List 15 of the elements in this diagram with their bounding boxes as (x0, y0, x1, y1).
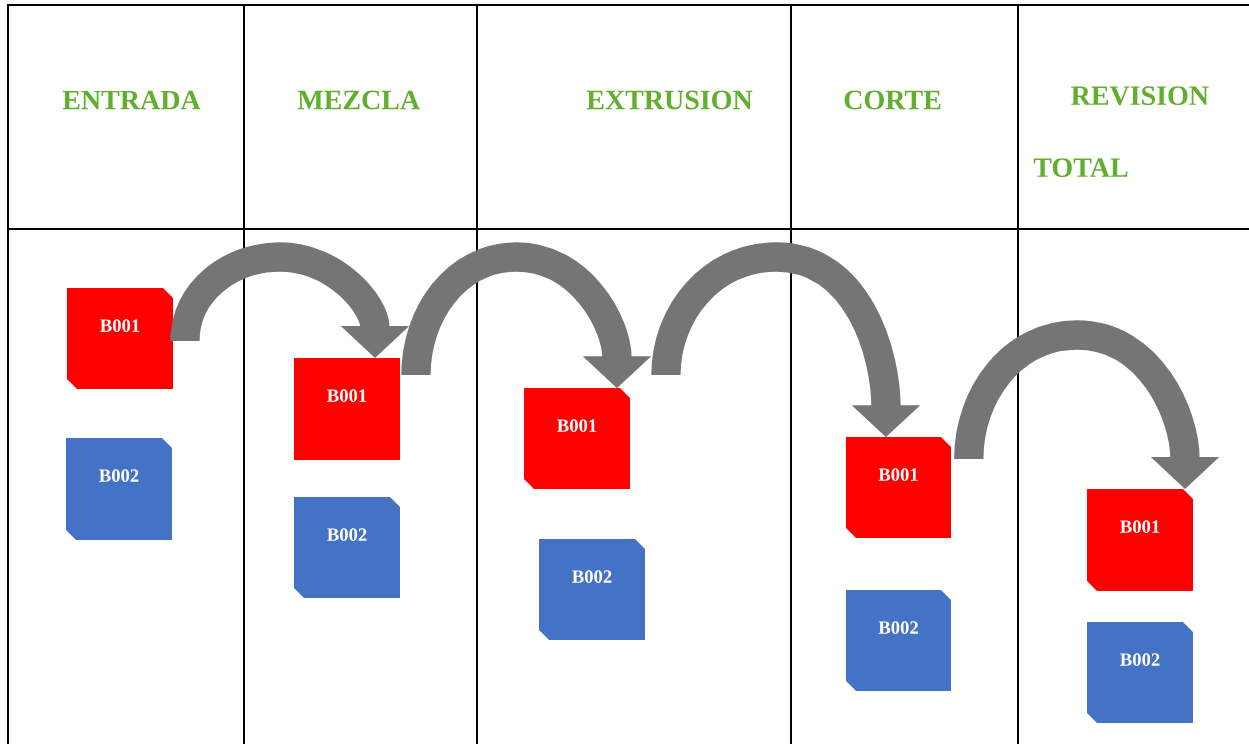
batch-box: B001 (846, 437, 951, 538)
batch-box: B002 (846, 590, 951, 691)
batch-box: B001 (67, 288, 173, 389)
batch-box: B002 (294, 497, 400, 598)
column-heading: MEZCLA (297, 90, 420, 110)
batch-box: B002 (539, 539, 645, 640)
batch-box: B001 (524, 388, 630, 489)
batch-box: B001 (294, 358, 400, 460)
batch-box: B002 (1087, 622, 1193, 723)
column-heading: CORTE (844, 90, 941, 110)
batch-box: B002 (66, 438, 172, 540)
column-heading: REVISION TOTAL (1033, 86, 1209, 178)
column-heading: ENTRADA (62, 90, 201, 110)
batch-box: B001 (1087, 489, 1193, 591)
column-heading: EXTRUSION (586, 90, 753, 110)
